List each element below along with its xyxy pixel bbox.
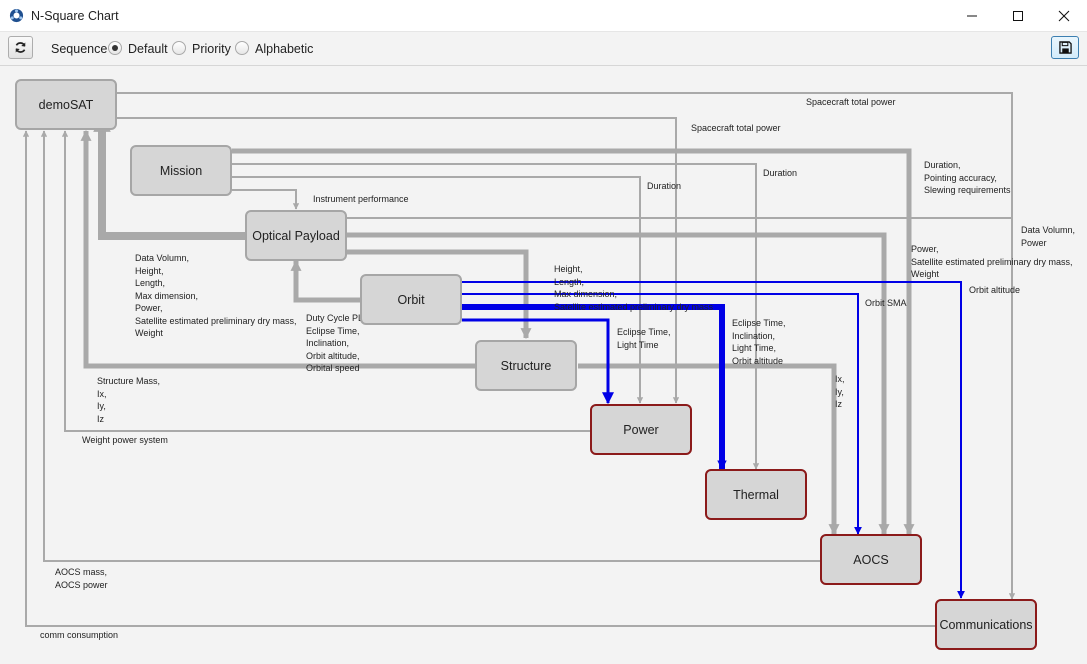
- close-icon: [1058, 10, 1070, 21]
- radio-alphabetic-label[interactable]: Alphabetic: [255, 42, 314, 56]
- label-structure-to-aocs: Ix, Iy, Iz: [835, 374, 845, 409]
- node-mission[interactable]: Mission: [130, 145, 232, 196]
- node-demosat[interactable]: demoSAT: [15, 79, 117, 130]
- flow-orbit-payload: [290, 259, 360, 303]
- toolbar: Sequence Default Priority Alphabetic: [0, 32, 1087, 66]
- minimize-icon: [967, 15, 977, 16]
- flow-payload-aocs: [346, 232, 890, 536]
- flow-structure-aocs: [578, 363, 840, 536]
- flow-orbit-power: [462, 318, 614, 405]
- sequence-label: Sequence: [51, 42, 108, 56]
- radio-alphabetic[interactable]: [235, 41, 249, 55]
- flow-orbit-thermal: [462, 304, 727, 470]
- label-orbit-to-thermal: Eclipse Time, Inclination, Light Time, O…: [732, 318, 786, 366]
- label-payload-to-demosat: Data Volumn, Height, Length, Max dimensi…: [135, 253, 297, 338]
- flow-aocs-demosat: [40, 130, 821, 562]
- label-spacecraft-total-power-2: Spacecraft total power: [691, 123, 781, 133]
- node-orbit[interactable]: Orbit: [360, 274, 462, 325]
- flow-mission-power: [232, 176, 644, 404]
- flow-power-demosat: [61, 130, 591, 432]
- title-bar: N-Square Chart: [0, 0, 1087, 32]
- label-aocs-mass-power: AOCS mass, AOCS power: [55, 567, 108, 590]
- radio-default-label[interactable]: Default: [128, 42, 168, 56]
- label-orbit-altitude: Orbit altitude: [969, 285, 1021, 295]
- maximize-button[interactable]: [995, 0, 1041, 31]
- radio-default[interactable]: [108, 41, 122, 55]
- node-thermal[interactable]: Thermal: [705, 469, 807, 520]
- node-power[interactable]: Power: [590, 404, 692, 455]
- label-duration-power: Duration: [647, 181, 682, 191]
- node-aocs[interactable]: AOCS: [820, 534, 922, 585]
- label-comm-consumption: comm consumption: [40, 630, 119, 640]
- label-duration-thermal: Duration: [763, 168, 798, 178]
- label-structure-to-demosat: Structure Mass, Ix, Iy, Iz: [97, 376, 161, 424]
- label-power-mass-weight: Power, Satellite estimated preliminary d…: [911, 244, 1073, 279]
- save-button[interactable]: [1051, 36, 1079, 59]
- label-orbit-to-power: Eclipse Time, Light Time: [617, 327, 671, 350]
- app-logo-icon: [9, 8, 24, 23]
- maximize-icon: [1013, 10, 1023, 21]
- node-structure[interactable]: Structure: [475, 340, 577, 391]
- n-square-chart-canvas: Spacecraft total power Spacecraft total …: [0, 66, 1087, 664]
- window-title: N-Square Chart: [31, 9, 119, 23]
- refresh-icon: [15, 42, 26, 53]
- radio-selected-dot: [112, 45, 118, 51]
- label-orbit-sma: Orbit SMA: [865, 298, 907, 308]
- flow-demosat-communications: [116, 92, 1016, 600]
- radio-priority-label[interactable]: Priority: [192, 42, 231, 56]
- connections-layer: [22, 92, 1016, 627]
- flow-orbit-aocs: [462, 293, 862, 535]
- label-payload-to-structure: Height, Length, Max dimension, Satellite…: [554, 264, 714, 312]
- label-weight-power-system: Weight power system: [82, 435, 168, 445]
- node-optical-payload[interactable]: Optical Payload: [245, 210, 347, 261]
- label-orbit-to-payload: Duty Cycle PL, Eclipse Time, Inclination…: [306, 313, 366, 373]
- radio-priority[interactable]: [172, 41, 186, 55]
- flow-payload-demosat: [93, 114, 246, 240]
- minimize-button[interactable]: [949, 0, 995, 31]
- flow-communications-demosat: [22, 130, 936, 627]
- label-instrument-performance: Instrument performance: [313, 194, 409, 204]
- refresh-button[interactable]: [8, 36, 33, 59]
- close-button[interactable]: [1041, 0, 1087, 31]
- flow-mission-payload: [232, 189, 300, 210]
- flow-structure-demosat: [80, 129, 476, 369]
- flow-orbit-communications: [462, 281, 965, 599]
- node-communications[interactable]: Communications: [935, 599, 1037, 650]
- flow-mission-aocs: [232, 148, 915, 536]
- label-spacecraft-total-power-1: Spacecraft total power: [806, 97, 896, 107]
- label-duration-pointing: Duration, Pointing accuracy, Slewing req…: [924, 160, 1011, 195]
- save-icon: [1058, 41, 1072, 54]
- label-data-volumn-power: Data Volumn, Power: [1021, 225, 1076, 248]
